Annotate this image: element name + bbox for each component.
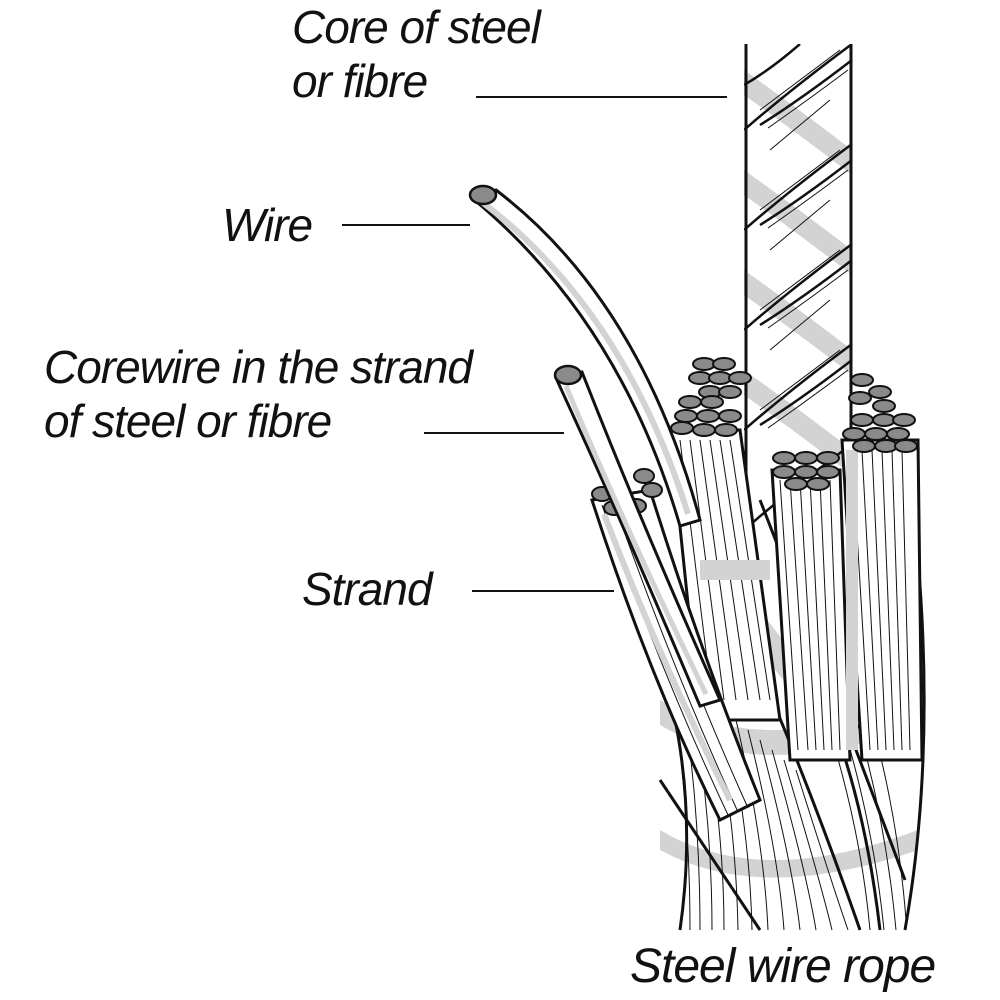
label-core-line2: or fibre [292,55,428,107]
strand-cap-center [772,451,840,491]
corewire [553,364,723,708]
label-corewire-line2: of steel or fibre [44,395,332,447]
label-rope: Steel wire rope [630,940,936,993]
rope-strands-upper [668,428,924,762]
detached-strand [590,468,762,823]
strand-cap-left [670,395,742,437]
label-core-line1: Core of steel [292,1,541,53]
label-wire: Wire [222,199,313,251]
strand-cap-right [842,413,918,453]
core-rope [744,44,853,564]
strand-cap-back-left [688,357,752,399]
leader-lines [342,96,727,592]
label-corewire: Corewire in the strand of steel or fibre [44,340,473,448]
single-wire [468,184,702,528]
label-strand: Strand [302,563,433,615]
label-corewire-line1: Corewire in the strand [44,341,473,393]
label-core: Core of steel or fibre [292,0,541,108]
strand-end-caps [670,357,918,491]
strand-cap-back-right [848,373,896,413]
